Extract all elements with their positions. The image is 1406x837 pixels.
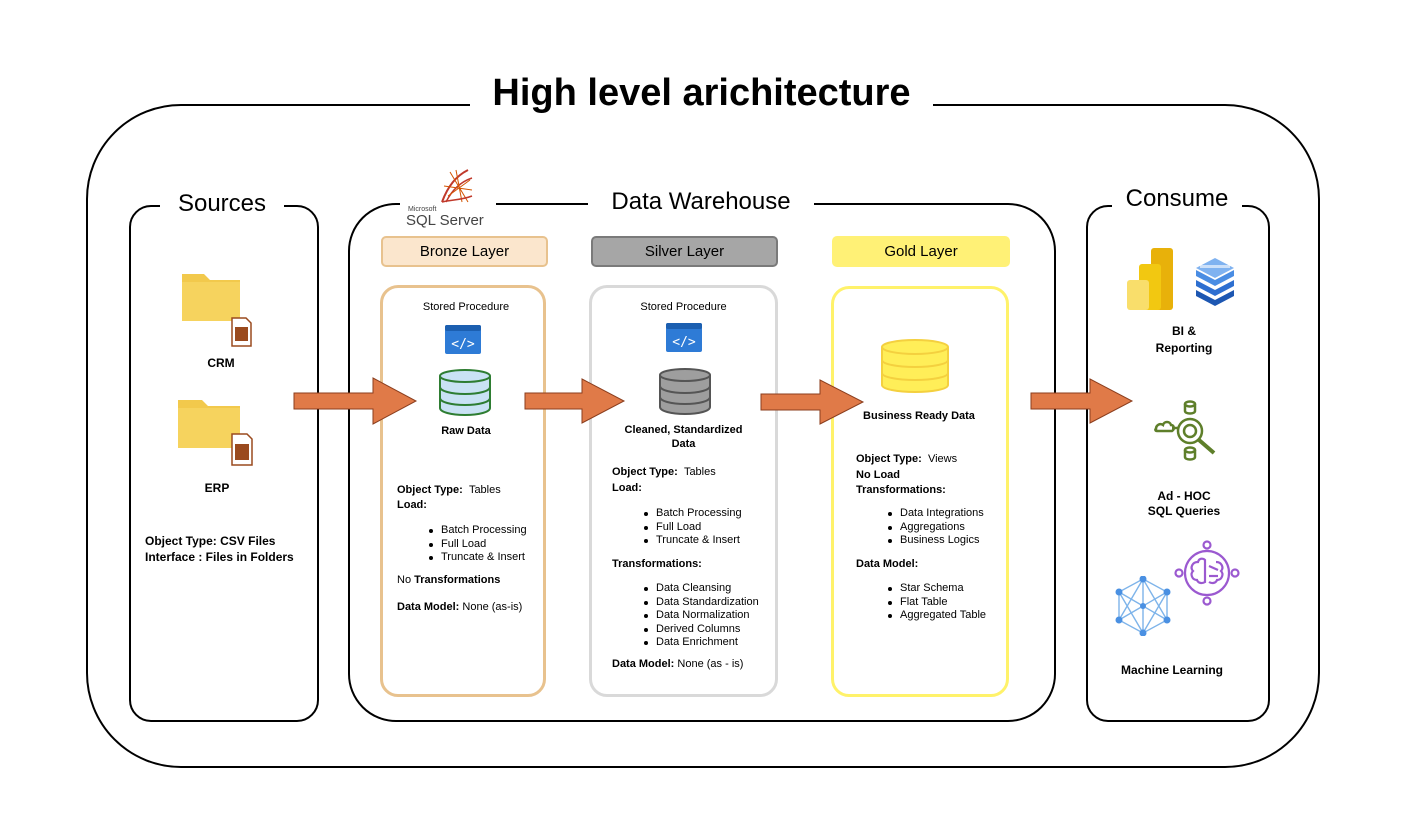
sql-server-logo: Microsoft SQL Server <box>400 164 496 232</box>
list-item: Full Load <box>427 538 527 552</box>
silver-layer-box <box>589 285 778 697</box>
flow-arrow-bronze-to-silver <box>524 378 626 424</box>
bronze-data-label: Raw Data <box>441 425 491 437</box>
gold-transform-list: Data Integrations Aggregations Business … <box>886 507 984 548</box>
sources-heading: Sources <box>160 189 284 219</box>
sources-object-type: Object Type: CSV Files <box>145 534 276 548</box>
list-item: Batch Processing <box>427 524 527 538</box>
flow-arrow-gold-to-consume <box>1030 378 1134 424</box>
powerbi-icon <box>1127 248 1173 310</box>
machine-learning-label: Machine Learning <box>1120 663 1224 677</box>
list-item: Star Schema <box>886 582 986 596</box>
bi-reporting-label-line2: Reporting <box>1155 341 1213 355</box>
list-item: Aggregations <box>886 521 984 535</box>
bronze-data-model: Data Model: None (as-is) <box>397 601 522 615</box>
folder-file-icon <box>178 400 253 466</box>
gold-transform-label: Transformations: <box>856 484 946 496</box>
database-icon <box>881 339 949 394</box>
list-item: Data Enrichment <box>642 636 759 650</box>
list-item: Data Standardization <box>642 596 759 610</box>
gold-layer-box <box>831 286 1009 697</box>
svg-text:</>: </> <box>672 335 696 350</box>
code-window-icon: </> <box>666 323 702 352</box>
silver-data-label-line2: Data <box>671 438 696 450</box>
list-item: Data Cleansing <box>642 582 759 596</box>
bronze-stored-procedure: Stored Procedure <box>422 301 510 313</box>
bronze-object-type-value: Tables <box>468 484 501 496</box>
data-warehouse-heading: Data Warehouse <box>588 187 814 217</box>
list-item: Flat Table <box>886 596 986 610</box>
sql-server-logo-small: Microsoft <box>408 206 437 213</box>
bronze-load-list: Batch Processing Full Load Truncate & In… <box>427 524 527 565</box>
sql-server-logo-text: SQL Server <box>406 212 484 229</box>
silver-object-type-label: Object Type: <box>612 466 678 478</box>
list-item: Truncate & Insert <box>427 551 527 565</box>
bronze-transform-label: Transformations <box>414 574 501 586</box>
list-item: Truncate & Insert <box>642 534 742 548</box>
silver-transform-list: Data Cleansing Data Standardization Data… <box>642 582 759 650</box>
bronze-load-label: Load: <box>397 499 427 511</box>
gold-model-label: Data Model: <box>856 558 919 570</box>
bronze-layer-box <box>380 285 546 697</box>
neural-network-icon <box>1115 576 1171 636</box>
silver-object-type: Object Type: Tables <box>612 466 716 480</box>
bronze-object-type: Object Type: Tables <box>397 484 501 498</box>
silver-object-type-value: Tables <box>683 466 716 478</box>
list-item: Derived Columns <box>642 623 759 637</box>
silver-data-label-line1: Cleaned, Standardized <box>624 424 743 436</box>
bronze-model-label: Data Model: <box>397 601 460 613</box>
gold-layer-header: Gold Layer <box>832 236 1010 267</box>
list-item: Data Integrations <box>886 507 984 521</box>
bronze-transformations: No Transformations <box>397 574 500 588</box>
gold-object-type: Object Type: Views <box>856 453 957 467</box>
list-item: Aggregated Table <box>886 609 986 623</box>
sql-query-search-icon <box>1154 400 1216 461</box>
list-item: Business Logics <box>886 534 984 548</box>
svg-text:</>: </> <box>451 337 475 352</box>
sql-server-icon <box>441 169 473 203</box>
silver-data-model: Data Model: None (as - is) <box>612 658 743 672</box>
silver-transform-label: Transformations: <box>612 558 702 570</box>
ai-brain-icon <box>1174 540 1240 606</box>
silver-load-label: Load: <box>612 482 642 494</box>
consume-panel <box>1086 205 1270 722</box>
sources-interface: Interface : Files in Folders <box>145 550 294 564</box>
gold-data-label: Business Ready Data <box>863 410 975 422</box>
adhoc-label-line2: SQL Queries <box>1147 504 1221 518</box>
gold-model-list: Star Schema Flat Table Aggregated Table <box>886 582 986 623</box>
silver-model-label: Data Model: <box>612 658 675 670</box>
erp-label: ERP <box>204 481 230 495</box>
silver-load-list: Batch Processing Full Load Truncate & In… <box>642 507 742 548</box>
bronze-model-value: None (as-is) <box>462 601 523 613</box>
bronze-layer-header: Bronze Layer <box>381 236 548 267</box>
folder-file-icon <box>182 274 252 347</box>
bronze-object-type-label: Object Type: <box>397 484 463 496</box>
gold-object-type-label: Object Type: <box>856 453 922 465</box>
silver-stored-procedure: Stored Procedure <box>640 301 727 313</box>
database-icon <box>439 369 491 416</box>
list-item: Data Normalization <box>642 609 759 623</box>
bi-reporting-label-line1: BI & <box>1172 324 1196 338</box>
list-item: Batch Processing <box>642 507 742 521</box>
page-title: High level arichitecture <box>470 70 933 116</box>
code-window-icon: </> <box>445 325 481 354</box>
list-item: Full Load <box>642 521 742 535</box>
gold-object-type-value: Views <box>927 453 958 465</box>
adhoc-label-line1: Ad - HOC <box>1157 489 1211 503</box>
flow-arrow-sources-to-bronze <box>293 377 418 425</box>
consume-heading: Consume <box>1112 184 1242 214</box>
flow-arrow-silver-to-gold <box>760 379 865 425</box>
database-stack-icon <box>1196 258 1234 306</box>
gold-no-load: No Load <box>856 469 900 481</box>
bronze-transform-prefix: No <box>397 574 412 586</box>
crm-label: CRM <box>207 356 235 370</box>
silver-layer-header: Silver Layer <box>591 236 778 267</box>
silver-model-value: None (as - is) <box>677 658 744 670</box>
database-icon <box>659 368 711 415</box>
